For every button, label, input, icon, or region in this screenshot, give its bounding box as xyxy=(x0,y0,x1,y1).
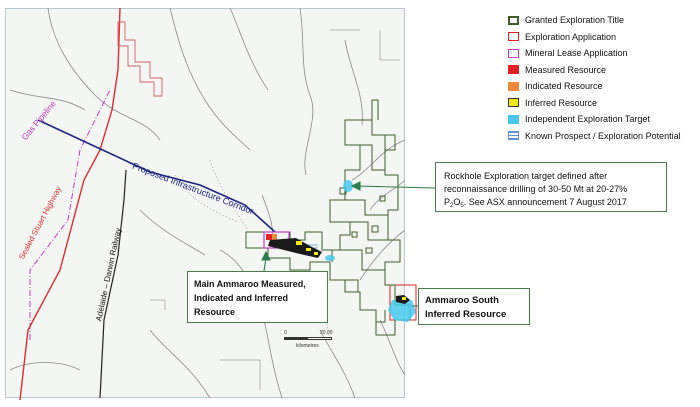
rockhole-line-1: Rockhole Exploration target defined afte… xyxy=(444,171,608,181)
o-symbol: O xyxy=(453,197,461,207)
exploration-targets xyxy=(325,180,416,322)
ammaroo-south-resource xyxy=(396,295,410,304)
main-ammaroo-resource xyxy=(266,234,322,258)
stuart-highway-line xyxy=(19,7,121,401)
ammaroo-south-callout: Ammaroo South Inferred Resource xyxy=(418,288,530,325)
main-ammaroo-callout: Main Ammaroo Measured, Indicated and Inf… xyxy=(187,271,328,323)
exploration-application-north xyxy=(117,21,163,97)
rockhole-line-2: reconnaissance drilling of 30-50 Mt at 2… xyxy=(444,184,628,194)
asx-reference: . See ASX announcement 7 August 2017 xyxy=(463,197,627,207)
railway-line xyxy=(99,169,127,399)
granted-swatch xyxy=(508,15,519,25)
application-swatch xyxy=(508,32,519,42)
scale-bar: 0 20.00 kilometres xyxy=(284,330,334,352)
callout-arrows xyxy=(261,181,436,307)
legend-label: Mineral Lease Application xyxy=(525,48,628,59)
legend-item-inferred: Inferred Resource xyxy=(508,95,698,112)
rockhole-line-3: P2O5. See ASX announcement 7 August 2017 xyxy=(444,196,658,213)
inferred-swatch xyxy=(508,98,519,108)
legend-item-prospect: Known Prospect / Exploration Potential xyxy=(508,128,698,145)
p-symbol: P xyxy=(444,197,451,207)
scale-left-label: 0 xyxy=(284,330,287,336)
legend-label: Indicated Resource xyxy=(525,81,603,92)
map-frame xyxy=(5,8,405,398)
mla-swatch xyxy=(508,48,519,58)
legend-label: Inferred Resource xyxy=(525,97,598,108)
legend-item-granted: Granted Exploration Title xyxy=(508,12,698,29)
drainage-lines xyxy=(9,7,406,399)
legend-label: Granted Exploration Title xyxy=(525,15,625,26)
legend-item-indicated: Indicated Resource xyxy=(508,78,698,95)
target-swatch xyxy=(508,114,519,124)
rockhole-callout: Rockhole Exploration target defined afte… xyxy=(435,162,667,212)
scale-bar-graphic xyxy=(284,337,332,340)
subscript-2: 2 xyxy=(450,203,454,209)
infrastructure-corridor-line xyxy=(37,119,276,233)
legend-label: Exploration Application xyxy=(525,31,617,42)
legend-label: Independent Exploration Target xyxy=(525,114,650,125)
legend-label: Measured Resource xyxy=(525,64,607,75)
minor-roads xyxy=(150,29,400,390)
legend-item-measured: Measured Resource xyxy=(508,62,698,79)
legend: Granted Exploration Title Exploration Ap… xyxy=(508,12,698,144)
legend-label: Known Prospect / Exploration Potential xyxy=(525,130,681,141)
legend-item-target: Independent Exploration Target xyxy=(508,111,698,128)
indicated-swatch xyxy=(508,81,519,91)
prospect-swatch xyxy=(508,131,519,141)
subscript-5: 5 xyxy=(460,203,464,209)
gas-pipeline-line xyxy=(29,89,111,340)
scale-unit-label: kilometres xyxy=(296,343,319,349)
scale-right-label: 20.00 xyxy=(320,330,333,336)
legend-item-application: Exploration Application xyxy=(508,29,698,46)
legend-item-mla: Mineral Lease Application xyxy=(508,45,698,62)
measured-swatch xyxy=(508,65,519,75)
